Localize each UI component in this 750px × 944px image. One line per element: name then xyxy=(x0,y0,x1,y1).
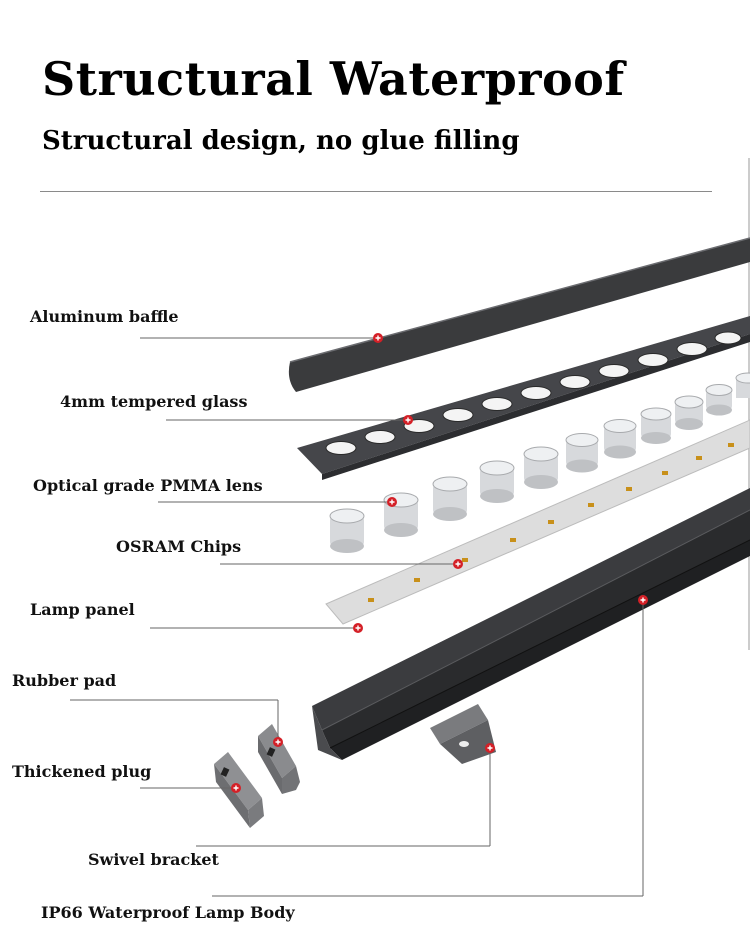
marker-pmma-lens xyxy=(387,497,397,507)
glass-holes xyxy=(325,331,742,455)
aluminum-baffle xyxy=(288,237,750,392)
chip xyxy=(414,578,420,582)
chip xyxy=(510,538,516,542)
title-divider xyxy=(40,191,712,192)
marker-osram-chips xyxy=(453,559,463,569)
lamp-body xyxy=(312,488,750,760)
chip xyxy=(696,456,702,460)
label-thickened-plug: Thickened plug xyxy=(12,762,152,781)
marker-thickened-plug xyxy=(231,783,241,793)
label-osram-chips: OSRAM Chips xyxy=(116,537,242,556)
page-title: Structural Waterproof xyxy=(42,52,625,106)
lens xyxy=(479,460,515,503)
marker-lamp-body xyxy=(638,595,648,605)
lens xyxy=(640,407,672,444)
lens xyxy=(523,446,559,489)
label-pmma-lens: Optical grade PMMA lens xyxy=(33,476,263,495)
label-rubber-pad: Rubber pad xyxy=(12,671,117,690)
chip xyxy=(462,558,468,562)
lens xyxy=(432,476,468,521)
marker-aluminum-baffle xyxy=(373,333,383,343)
label-tempered-glass: 4mm tempered glass xyxy=(60,392,248,411)
markers xyxy=(231,333,648,793)
marker-lamp-panel xyxy=(353,623,363,633)
tempered-glass xyxy=(297,316,750,480)
marker-rubber-pad xyxy=(273,737,283,747)
lens xyxy=(735,372,750,398)
lens xyxy=(383,492,419,537)
chip xyxy=(662,471,668,475)
marker-swivel-bracket xyxy=(485,743,495,753)
chip xyxy=(588,503,594,507)
swivel-bracket xyxy=(430,704,496,764)
page-subtitle: Structural design, no glue filling xyxy=(42,126,520,156)
rubber-pad-part xyxy=(258,724,300,794)
lamp-panel xyxy=(325,419,750,625)
leader-lines xyxy=(70,337,644,897)
label-lamp-body: IP66 Waterproof Lamp Body xyxy=(41,903,295,922)
label-lamp-panel: Lamp panel xyxy=(30,600,135,619)
lens xyxy=(603,419,637,459)
lens xyxy=(565,433,599,473)
lens xyxy=(329,508,365,553)
label-aluminum-baffle: Aluminum baffle xyxy=(30,307,179,326)
chip xyxy=(548,520,554,524)
chip xyxy=(626,487,632,491)
marker-tempered-glass xyxy=(403,415,413,425)
pmma-lenses xyxy=(329,372,750,553)
osram-chips xyxy=(368,443,734,602)
chip xyxy=(728,443,734,447)
label-swivel-bracket: Swivel bracket xyxy=(88,850,219,869)
lens xyxy=(705,384,733,416)
lens xyxy=(674,395,704,430)
chip xyxy=(368,598,374,602)
thickened-plug-part xyxy=(214,752,264,828)
